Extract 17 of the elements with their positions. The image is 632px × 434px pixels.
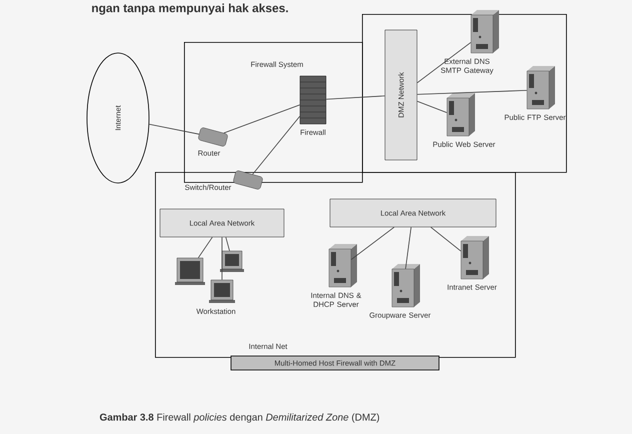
connector-line bbox=[405, 226, 412, 270]
connector-line bbox=[252, 116, 300, 175]
connector-line bbox=[430, 226, 462, 252]
connector-line bbox=[148, 124, 200, 135]
connector-line bbox=[350, 226, 395, 260]
computer-icon bbox=[220, 250, 244, 272]
connector-line bbox=[198, 236, 213, 258]
figure-caption: Gambar 3.8 Firewall policies dengan Demilitarized Zone (DMZ) bbox=[100, 413, 380, 423]
zone-box bbox=[362, 14, 567, 173]
page-text: ngan tanpa mempunyai hak akses. bbox=[92, 4, 288, 15]
connector-line bbox=[416, 100, 448, 114]
computer-icon bbox=[175, 258, 205, 285]
connector-line bbox=[326, 96, 386, 100]
connector-line bbox=[225, 236, 230, 252]
connector-line bbox=[416, 90, 528, 95]
connector-line bbox=[416, 42, 472, 84]
connector-line bbox=[223, 104, 300, 134]
